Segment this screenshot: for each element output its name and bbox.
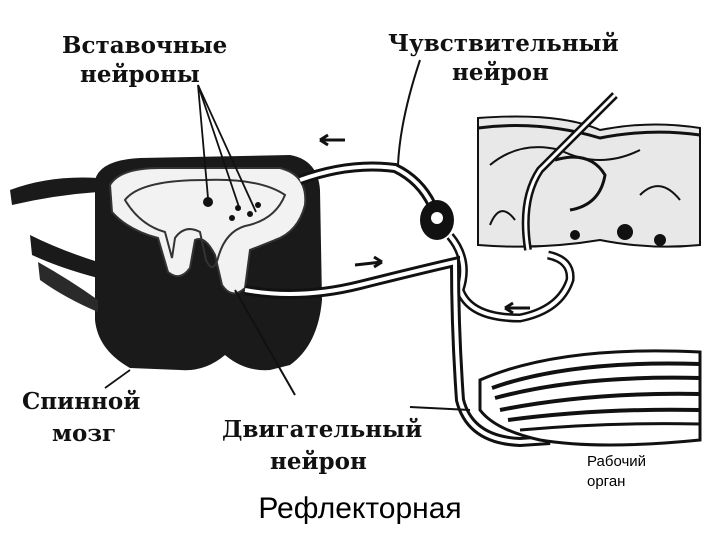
label-working-organ-line1: Рабочий xyxy=(587,453,647,470)
label-motor-neuron-line2: нейрон xyxy=(270,448,367,475)
label-motor-neuron-line1: Двигательный xyxy=(222,416,423,443)
label-sensory-neuron-line2: нейрон xyxy=(452,59,549,86)
label-interneurons-line1: Вставочные xyxy=(62,32,228,59)
muscle-organ xyxy=(478,349,702,447)
label-spinal-cord-line1: Спинной xyxy=(22,388,141,415)
skin-receptor xyxy=(477,92,701,251)
impulse-arrows xyxy=(319,133,530,315)
label-interneurons-line2: нейроны xyxy=(80,61,200,88)
label-sensory-neuron-line1: Чувствительный xyxy=(388,30,619,57)
label-working-organ-line2: орган xyxy=(587,473,626,490)
interneuron-leaders xyxy=(104,84,257,389)
slide-caption: Рефлекторная xyxy=(258,492,462,525)
spinal-cord xyxy=(10,155,322,371)
motor-neuron-path xyxy=(234,255,551,448)
sensory-neuron-path xyxy=(298,59,575,323)
label-spinal-cord-line2: мозг xyxy=(52,420,117,447)
